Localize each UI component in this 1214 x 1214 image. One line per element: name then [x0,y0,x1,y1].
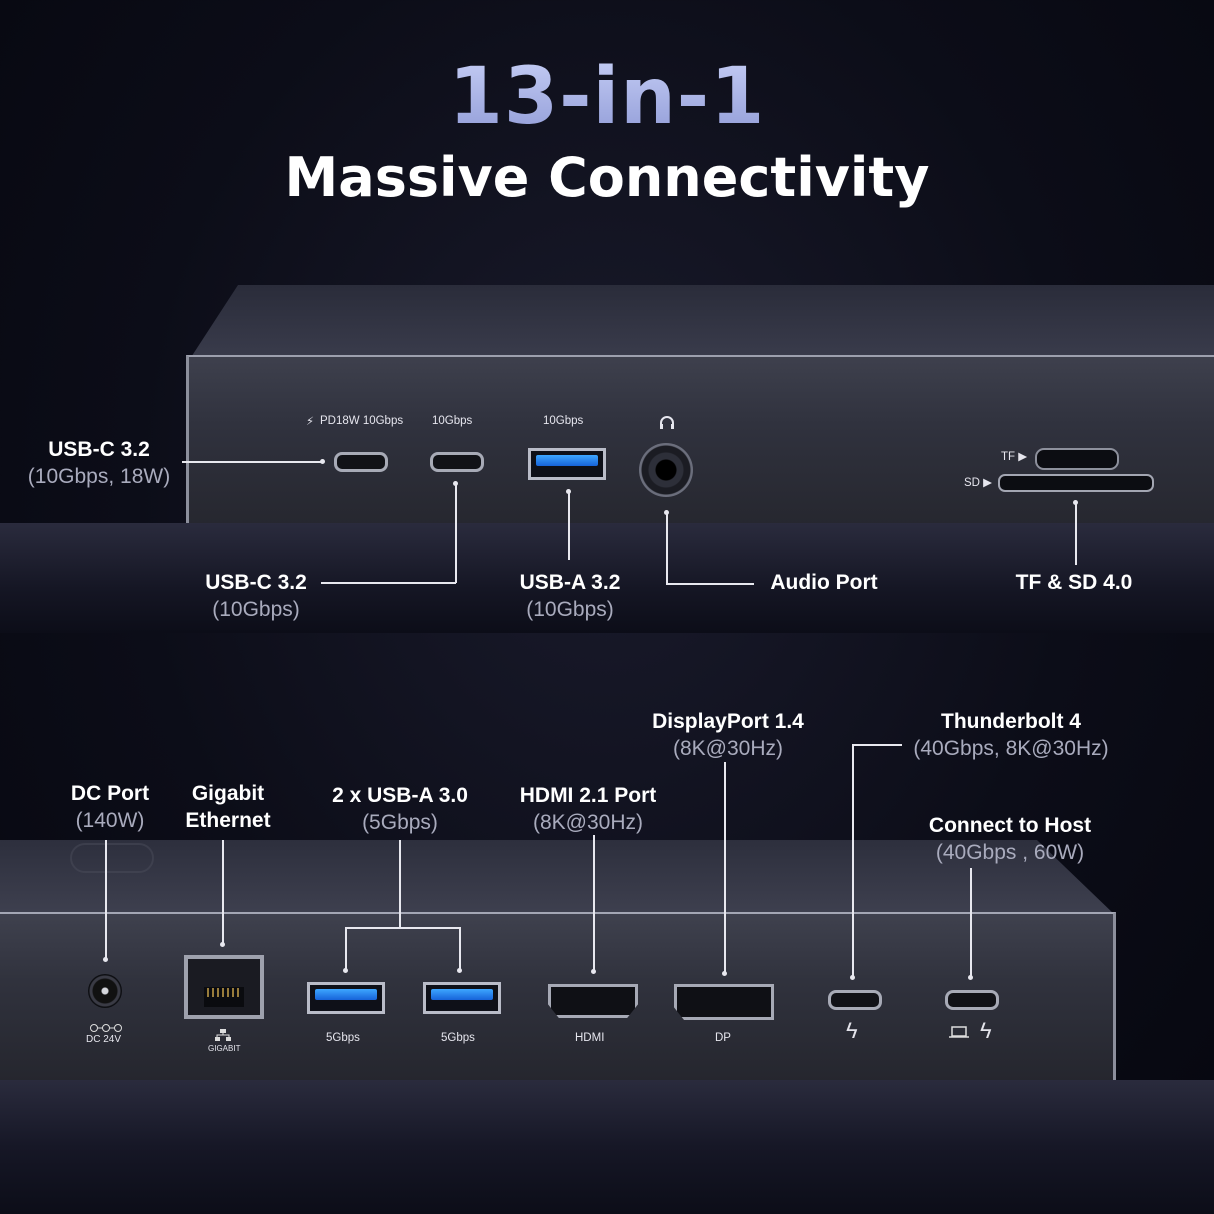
sd-slot-label: SD ▶ [964,477,993,489]
dc-power-jack [88,974,122,1008]
callout-usba: USB-A 3.2 (10Gbps) [519,571,621,621]
leader-dot [103,957,108,962]
usbc-pd-port-label: PD18W 10Gbps [320,415,404,427]
leader-line [666,583,754,585]
dock-front-panel [186,355,1214,525]
usbc-pd-port [334,452,388,472]
usba-3-0-port-2 [423,982,501,1014]
leader-dot [566,489,571,494]
leader-line [321,582,456,584]
leader-line [459,927,461,969]
dp-port-label: DP [715,1032,731,1044]
leader-line [1075,503,1077,565]
ethernet-icon [214,1029,232,1043]
reflection-floor-bottom [0,1080,1214,1214]
usbc-port [430,452,484,472]
leader-dot [968,975,973,980]
displayport-port [674,984,774,1020]
callout-host: Connect to Host (40Gbps , 60W) [928,814,1092,864]
leader-line [568,492,570,560]
tf-slot-label: TF ▶ [1001,451,1028,463]
callout-displayport: DisplayPort 1.4 (8K@30Hz) [652,710,804,760]
leader-line [345,927,460,929]
leader-line [852,744,854,976]
dc-polarity-icon [86,1020,126,1034]
leader-dot [850,975,855,980]
usba-3-2-port [528,448,606,480]
tf-card-slot [1035,448,1119,470]
leader-dot [320,459,325,464]
leader-dot [591,969,596,974]
subheadline: Massive Connectivity [284,146,930,209]
host-thunderbolt-port [945,990,999,1010]
reflection-floor-top [0,523,1214,633]
dc-port-label: DC 24V [86,1034,122,1045]
dock-top-surface-rear [0,840,1115,915]
usba-3-0-port-1 [307,982,385,1014]
ethernet-port-label: GIGABIT [208,1044,241,1053]
laptop-icon [948,1024,970,1040]
hdmi-port-label: HDMI [575,1032,605,1044]
headphones-icon [658,415,676,431]
callout-usbc: USB-C 3.2 (10Gbps) [205,571,307,621]
thunderbolt-icon: ϟ [846,1018,858,1043]
headline: 13-in-1 [0,52,1214,142]
leader-dot [343,968,348,973]
callout-thunderbolt: Thunderbolt 4 (40Gbps, 8K@30Hz) [913,710,1109,760]
hdmi-port [548,984,638,1018]
usbc-port-label: 10Gbps [432,415,473,427]
usba-port-1-label: 5Gbps [326,1032,360,1044]
leader-line [593,835,595,970]
callout-dc: DC Port (140W) [70,782,150,832]
leader-dot [453,481,458,486]
usba-port-2-label: 5Gbps [441,1032,475,1044]
leader-line [399,840,401,928]
callout-audio: Audio Port [770,571,878,594]
leader-line [970,868,972,976]
callout-card-reader: TF & SD 4.0 [1015,571,1133,594]
leader-line [222,840,224,943]
callout-usba-pair: 2 x USB-A 3.0 (5Gbps) [332,784,468,834]
callout-hdmi: HDMI 2.1 Port (8K@30Hz) [519,784,657,834]
sd-card-slot [998,474,1154,492]
leader-line [455,484,457,583]
ethernet-port [184,955,264,1019]
leader-line [724,762,726,972]
leader-dot [457,968,462,973]
callout-usbc-pd: USB-C 3.2 (10Gbps, 18W) [27,438,171,488]
leader-line [105,840,107,958]
leader-dot [220,942,225,947]
leader-dot [722,971,727,976]
leader-line [666,513,668,584]
thunderbolt-port [828,990,882,1010]
leader-dot [1073,500,1078,505]
leader-line [852,744,902,746]
usba-port-label: 10Gbps [543,415,584,427]
audio-jack [639,443,693,497]
leader-line [182,461,322,463]
lightning-icon: ⚡ [306,416,315,428]
callout-ethernet: Gigabit Ethernet [185,782,271,832]
power-button-ring [70,843,154,873]
leader-line [345,927,347,969]
dock-top-surface [186,285,1214,365]
thunderbolt-icon: ϟ [980,1018,992,1043]
leader-dot [664,510,669,515]
